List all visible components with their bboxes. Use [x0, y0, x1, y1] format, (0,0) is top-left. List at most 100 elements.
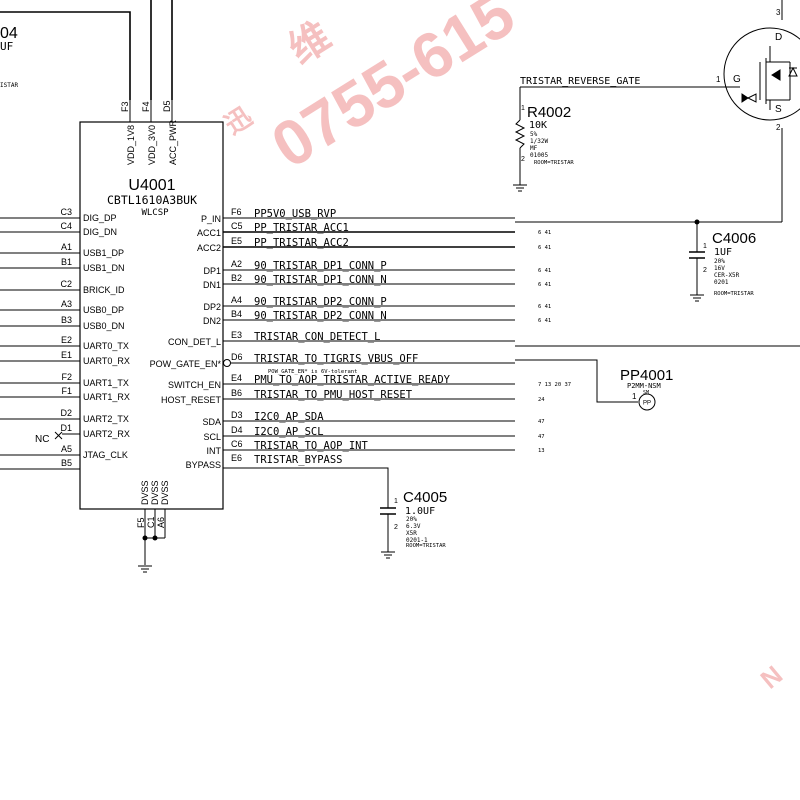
top-pin-number: D5	[162, 100, 172, 112]
partial-value: UF	[0, 40, 13, 53]
left-pin-name: DIG_DN	[83, 227, 117, 237]
c4005-package: 0201-1	[406, 537, 428, 544]
c4006-pin1: 1	[703, 243, 707, 250]
right-net-label: PP_TRISTAR_ACC2	[254, 237, 349, 249]
mosfet-symbol: 1 G D S 3 2	[716, 8, 800, 132]
r4002-refdes: R4002	[527, 104, 571, 121]
c4005-value: 1.0UF	[405, 506, 435, 517]
ground-junction-dot	[152, 535, 158, 541]
left-pin-number: A5	[61, 444, 72, 454]
net-page-refs: 47	[538, 419, 545, 425]
right-pin-name: DN1	[203, 280, 221, 290]
right-pin-name: CON_DET_L	[168, 337, 221, 347]
nc-marker: NC	[35, 431, 63, 445]
net-page-refs: 6 41	[538, 304, 551, 310]
right-net-label: 90_TRISTAR_DP2_CONN_P	[254, 296, 387, 308]
right-net-label: 90_TRISTAR_DP1_CONN_P	[254, 260, 387, 272]
left-pin-name: UART1_RX	[83, 392, 130, 402]
net-page-refs: 6 41	[538, 268, 551, 274]
top-pin-number: F4	[141, 101, 151, 112]
svg-text:迅: 迅	[219, 101, 257, 140]
right-pin-number: E5	[231, 236, 242, 246]
left-pin-number: A1	[61, 242, 72, 252]
right-pin-number: F6	[231, 207, 242, 217]
chip-package: WLCSP	[141, 208, 169, 218]
right-pin-name: HOST_RESET	[161, 395, 222, 405]
testpoint-pp4001: PP 1 PP4001 P2MM-NSM SM	[515, 359, 673, 411]
right-pin-name: P_IN	[201, 214, 221, 224]
c4005-tolerance: 20%	[406, 516, 417, 523]
right-net-label: PP_TRISTAR_ACC1	[254, 222, 349, 234]
top-pin-name: VDD_3V0	[147, 125, 157, 165]
bottom-pin-number: A6	[156, 517, 166, 528]
chip-u4001-body	[79, 121, 224, 510]
resistor-zigzag	[514, 119, 526, 149]
partial-room: ISTAR	[0, 82, 18, 89]
left-pin-name: USB0_DP	[83, 305, 124, 315]
chip-refdes: U4001	[128, 177, 175, 194]
left-pin-name: DIG_DP	[83, 213, 117, 223]
pp4001-pin: 1	[632, 392, 637, 401]
watermark: 0755-615 维 迅 N	[219, 0, 788, 695]
r4002-room: ROOM=TRISTAR	[534, 160, 574, 166]
left-pin-number: C2	[60, 279, 72, 289]
left-pin-number: F2	[61, 372, 72, 382]
c4006-voltage: 16V	[714, 265, 725, 272]
c4006-tolerance: 20%	[714, 258, 725, 265]
left-pin-name: JTAG_CLK	[83, 450, 128, 460]
r4002-power: 1/32W	[530, 138, 548, 145]
left-pin-number: E1	[61, 350, 72, 360]
right-net-label: I2C0_AP_SDA	[254, 411, 324, 423]
net-page-refs: 6 41	[538, 245, 551, 251]
left-pin-number: C3	[60, 207, 72, 217]
left-pin-name: USB1_DN	[83, 263, 125, 273]
c4005-voltage: 6.3V	[406, 523, 421, 530]
left-pin-number: B1	[61, 257, 72, 267]
top-pin-name: VDD_1V8	[126, 125, 136, 165]
partial-refdes: 04	[0, 25, 18, 42]
ground-junction-dot	[142, 535, 148, 541]
right-pin-number: A4	[231, 295, 242, 305]
right-pin-number: B2	[231, 273, 242, 283]
right-pin-number: D3	[231, 410, 243, 420]
right-net-label: TRISTAR_TO_TIGRIS_VBUS_OFF	[254, 353, 418, 365]
c4006-pin2: 2	[703, 267, 707, 274]
left-pin-number: A3	[61, 299, 72, 309]
fet-pin-g: 1	[716, 75, 721, 84]
right-pin-name: ACC2	[197, 243, 221, 253]
left-pin-number: C4	[60, 221, 72, 231]
ground-symbol	[381, 551, 395, 559]
chip-left-pins: C3DIG_DPC4DIG_DNA1USB1_DPB1USB1_DNC2BRIC…	[0, 207, 130, 470]
right-net-label: 90_TRISTAR_DP2_CONN_N	[254, 310, 387, 322]
right-net-label: TRISTAR_CON_DETECT_L	[254, 331, 380, 343]
net-page-refs: 7 13 20 37	[538, 382, 571, 388]
fet-pin-s: 2	[776, 123, 781, 132]
c4006-room: ROOM=TRISTAR	[714, 291, 754, 297]
r4002-pin2: 2	[521, 156, 525, 163]
left-pin-name: USB0_DN	[83, 321, 125, 331]
right-pin-number: D4	[231, 425, 243, 435]
top-pin-number: F3	[120, 101, 130, 112]
bottom-pin-name: DVSS	[150, 480, 160, 505]
capacitor-c4006: 1 2 C4006 1UF 20% 16V CER-X5R 0201 ROOM=…	[689, 222, 756, 302]
right-pin-name: ACC1	[197, 228, 221, 238]
c4006-dielectric: CER-X5R	[714, 272, 740, 279]
left-pin-name: USB1_DP	[83, 248, 124, 258]
right-pin-name: DP2	[203, 302, 221, 312]
c4005-pin2: 2	[394, 524, 398, 531]
reverse-gate-net: TRISTAR_REVERSE_GATE	[520, 76, 640, 87]
right-pin-name: BYPASS	[186, 460, 221, 470]
svg-text:N: N	[755, 660, 789, 695]
right-net-label: TRISTAR_TO_PMU_HOST_RESET	[254, 389, 413, 401]
right-pin-name: SWITCH_EN	[168, 380, 221, 390]
left-pin-number: D2	[60, 408, 72, 418]
top-pin-name: ACC_PWR	[168, 119, 178, 165]
left-pin-number: D1	[60, 423, 72, 433]
right-pin-number: C6	[231, 439, 243, 449]
r4002-pin1: 1	[521, 105, 525, 112]
right-pin-number: A2	[231, 259, 242, 269]
right-net-label: I2C0_AP_SCL	[254, 426, 324, 438]
